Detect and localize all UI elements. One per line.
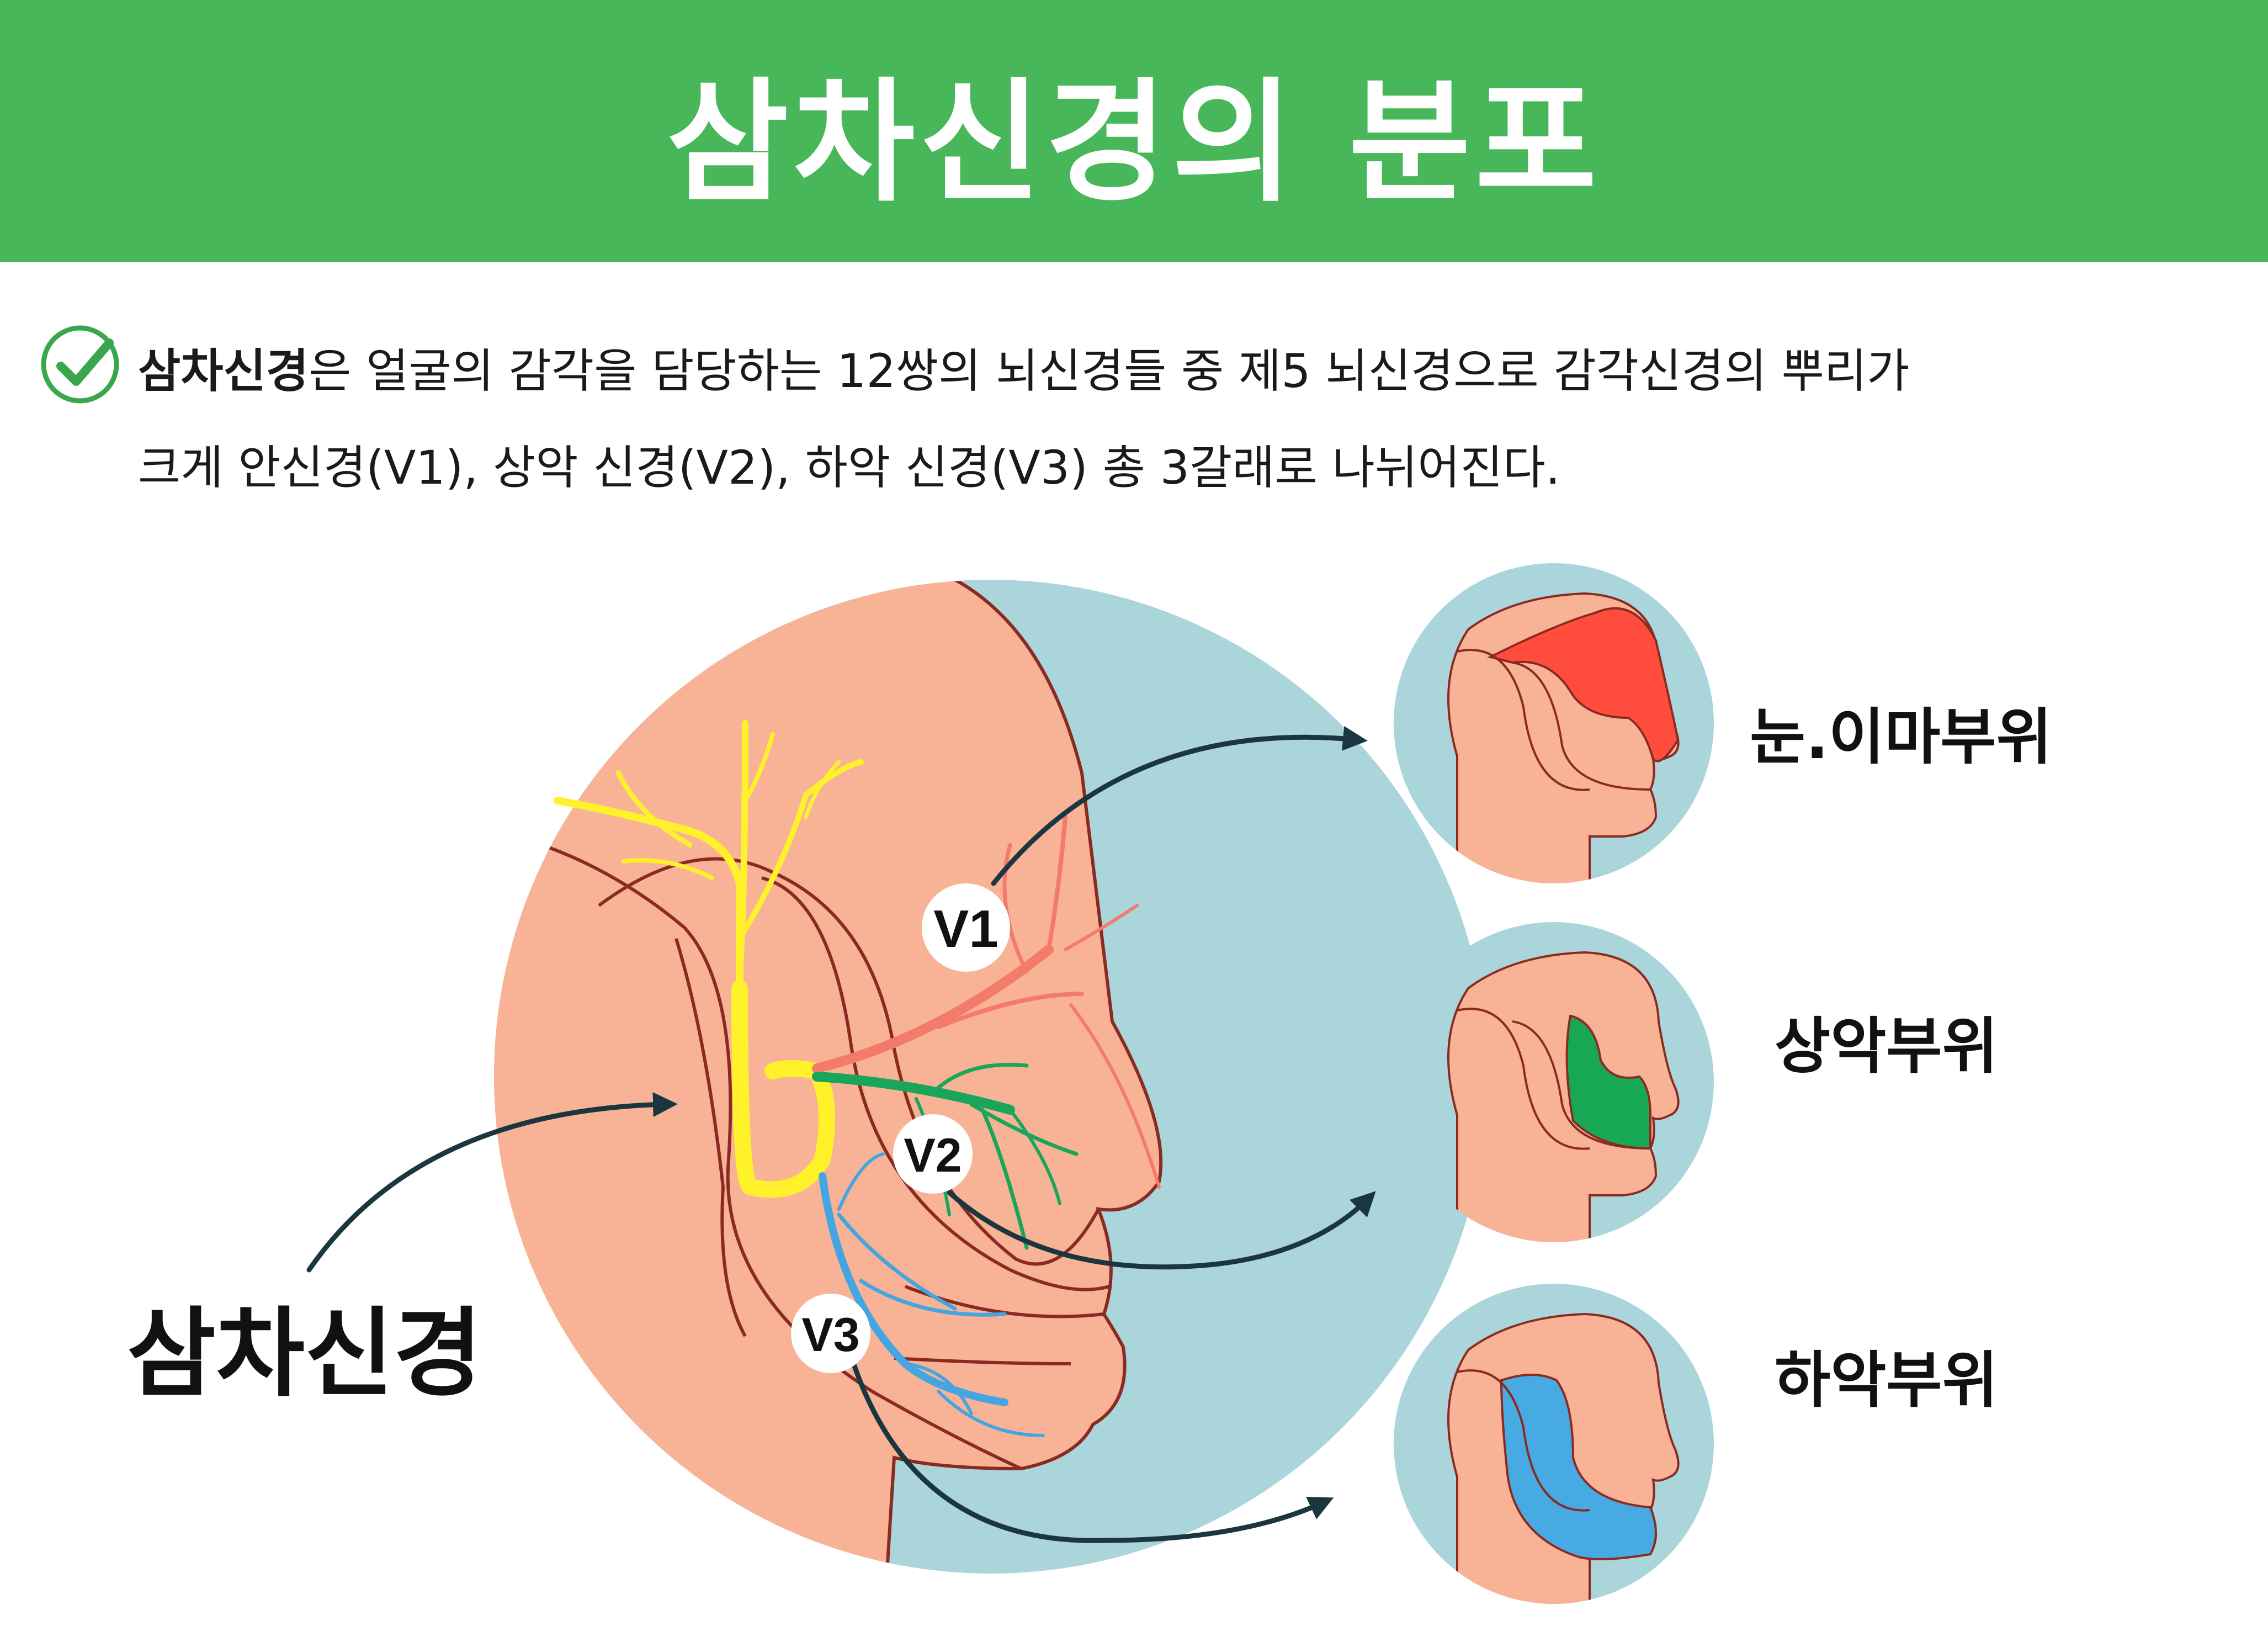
badge-v2-label: V2 <box>904 1129 962 1182</box>
page-title: 삼차신경의 분포 <box>666 65 1602 220</box>
face-contour-inner <box>761 876 1110 1291</box>
zone-head-1 <box>1447 592 1680 883</box>
intro-line-2: 크게 안신경(V1), 상악 신경(V2), 하악 신경(V3) 총 3갈래로 … <box>138 441 1560 495</box>
check-icon <box>41 325 119 404</box>
intro-text: 삼차신경은 얼굴의 감각을 담당하는 12쌍의 뇌신경들 중 제5 뇌신경으로 … <box>39 323 2081 516</box>
zone-head-3 <box>1447 1312 1680 1604</box>
arrow-v2 <box>947 1190 1376 1270</box>
arrows <box>306 726 1376 1543</box>
arrow-to-root <box>306 1092 678 1273</box>
zone-label-2: 상악부위 <box>1775 1011 1998 1082</box>
badge-v2: V2 <box>893 1114 973 1194</box>
trigeminal-label: 삼차신경 <box>127 1298 482 1410</box>
intro-block: 삼차신경은 얼굴의 감각을 담당하는 12쌍의 뇌신경들 중 제5 뇌신경으로 … <box>39 323 2081 516</box>
chin-line <box>894 1357 1071 1365</box>
arrow-v3 <box>847 1350 1334 1543</box>
badge-v1-label: V1 <box>933 899 998 958</box>
scalp-line <box>494 821 1022 1470</box>
intro-line-1: 은 얼굴의 감각을 담당하는 12쌍의 뇌신경들 중 제5 뇌신경으로 감각신경… <box>309 344 1910 398</box>
zone-label-1: 눈.이마부위 <box>1750 702 2052 772</box>
badge-v3-label: V3 <box>801 1309 859 1362</box>
header-bar: 삼차신경의 분포 <box>0 0 2268 262</box>
badge-v3: V3 <box>791 1294 870 1373</box>
intro-lead: 삼차신경 <box>138 344 309 398</box>
arrow-v1 <box>991 726 1368 886</box>
zone-head-2 <box>1447 951 1680 1242</box>
badge-v1: V1 <box>922 883 1010 972</box>
v3-nerve <box>819 1152 1045 1437</box>
zone-label-3: 하악부위 <box>1775 1345 1998 1416</box>
v1-nerve <box>812 815 1161 1189</box>
ear-outline <box>674 938 747 1337</box>
